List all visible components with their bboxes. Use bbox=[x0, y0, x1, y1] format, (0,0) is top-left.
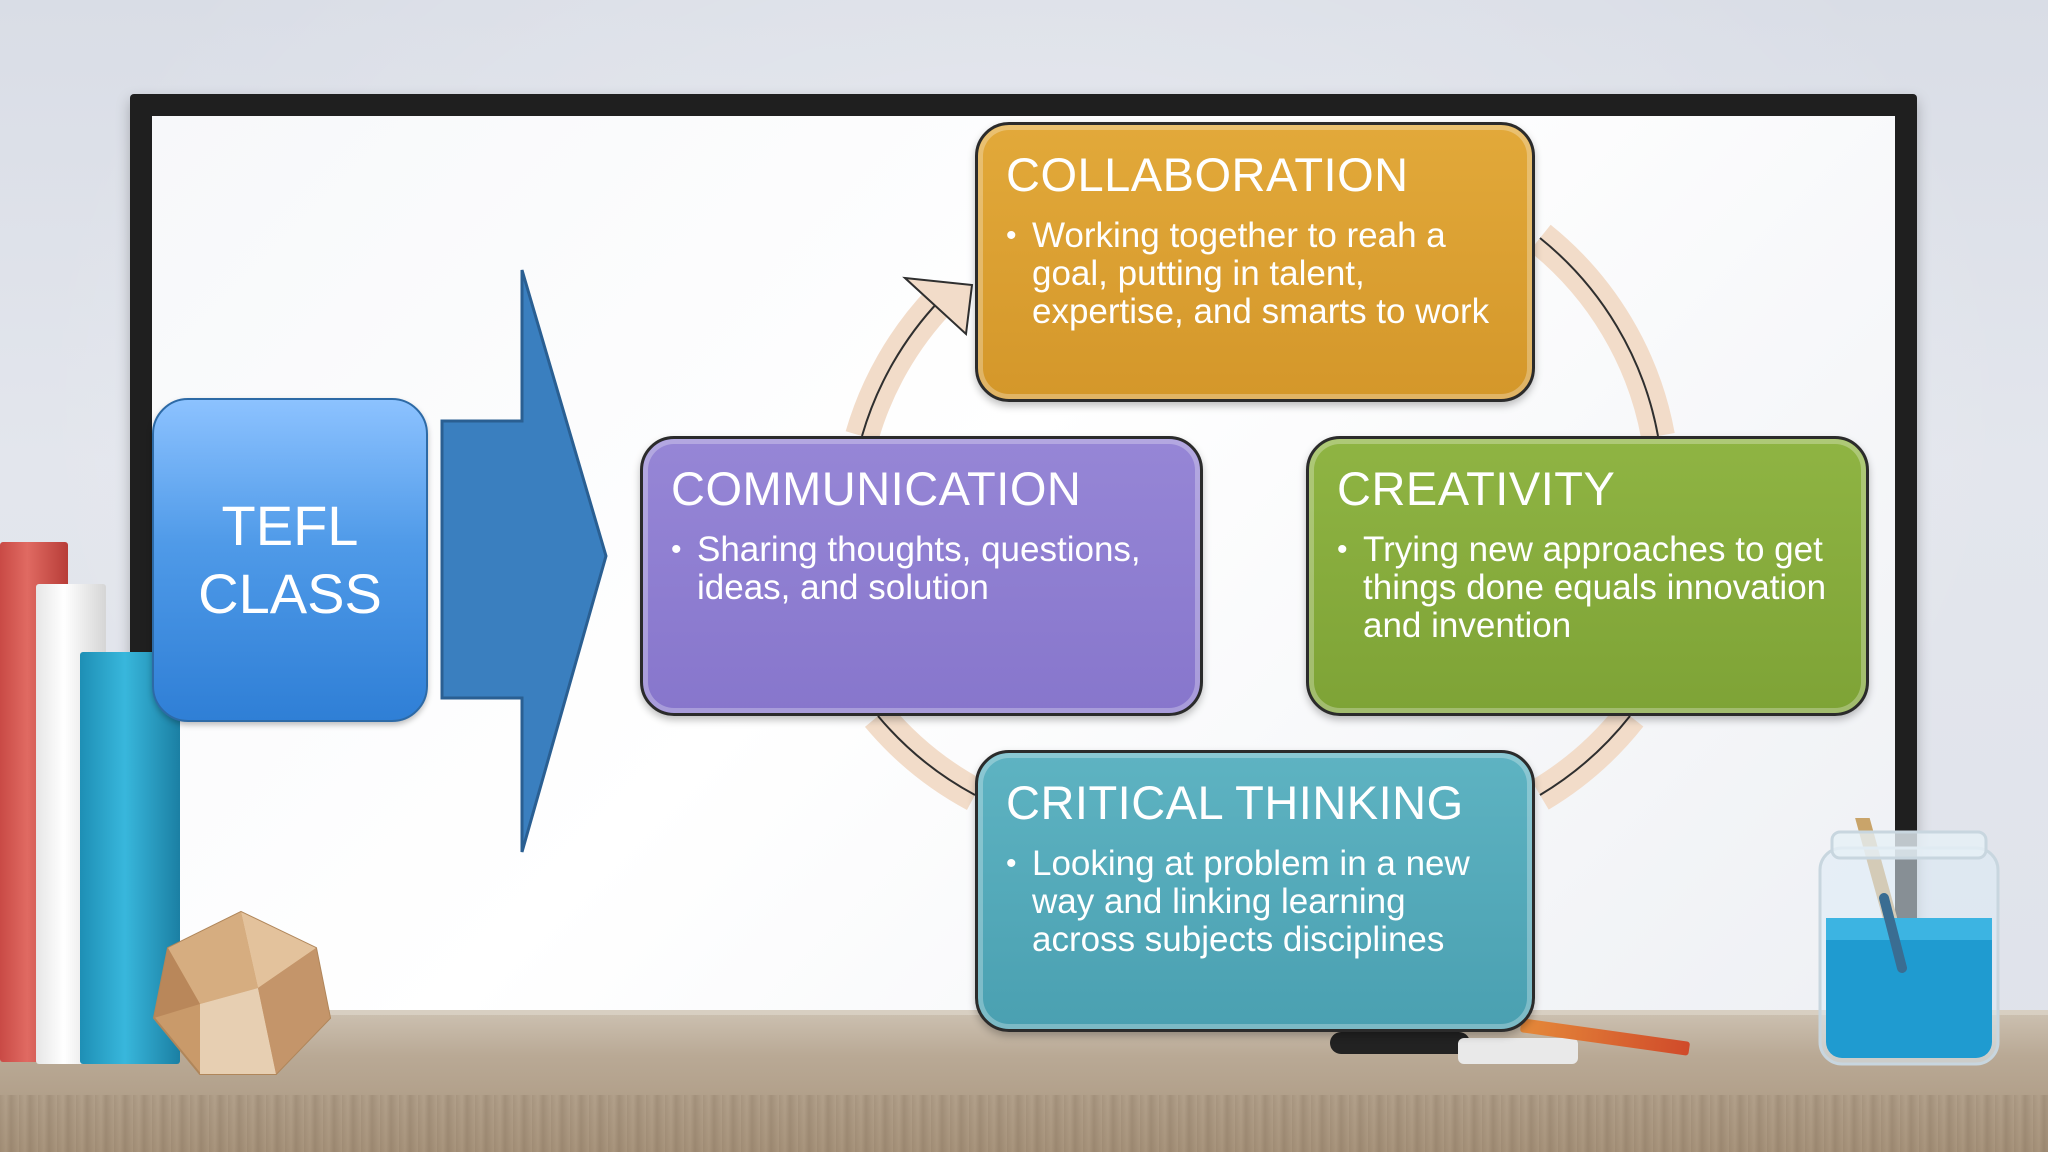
cycle-arrowhead bbox=[902, 276, 974, 337]
wooden-shelf bbox=[0, 1015, 2048, 1152]
paint-jar-with-brush bbox=[1818, 818, 2000, 1066]
creativity-bullet: Trying new approaches to get things done… bbox=[1337, 530, 1838, 645]
critical-thinking-box: CRITICAL THINKING Looking at problem in … bbox=[975, 750, 1535, 1032]
critical-thinking-title: CRITICAL THINKING bbox=[1006, 776, 1464, 829]
communication-bullets: Sharing thoughts, questions, ideas, and … bbox=[671, 530, 1172, 607]
collaboration-box: COLLABORATION Working together to reah a… bbox=[975, 122, 1535, 402]
cycle-ring bbox=[845, 224, 1675, 810]
communication-box: COMMUNICATION Sharing thoughts, question… bbox=[640, 436, 1203, 716]
shelf-wood-grain bbox=[0, 1095, 2048, 1152]
big-right-arrow bbox=[440, 269, 608, 853]
white-eraser bbox=[1458, 1038, 1578, 1064]
communication-title: COMMUNICATION bbox=[671, 462, 1082, 515]
wooden-geometric-ornament bbox=[152, 910, 332, 1075]
creativity-bullets: Trying new approaches to get things done… bbox=[1337, 530, 1838, 645]
critical-thinking-bullet: Looking at problem in a new way and link… bbox=[1006, 844, 1504, 959]
creativity-title: CREATIVITY bbox=[1337, 462, 1616, 515]
communication-bullet: Sharing thoughts, questions, ideas, and … bbox=[671, 530, 1172, 607]
collaboration-bullets: Working together to reah a goal, putting… bbox=[1006, 216, 1504, 331]
creativity-box: CREATIVITY Trying new approaches to get … bbox=[1306, 436, 1869, 716]
collaboration-title: COLLABORATION bbox=[1006, 148, 1409, 201]
tefl-class-label: TEFL CLASS bbox=[198, 494, 382, 625]
critical-thinking-bullets: Looking at problem in a new way and link… bbox=[1006, 844, 1504, 959]
tefl-class-box: TEFL CLASS bbox=[152, 398, 428, 722]
collaboration-bullet: Working together to reah a goal, putting… bbox=[1006, 216, 1504, 331]
black-marker bbox=[1330, 1032, 1470, 1054]
